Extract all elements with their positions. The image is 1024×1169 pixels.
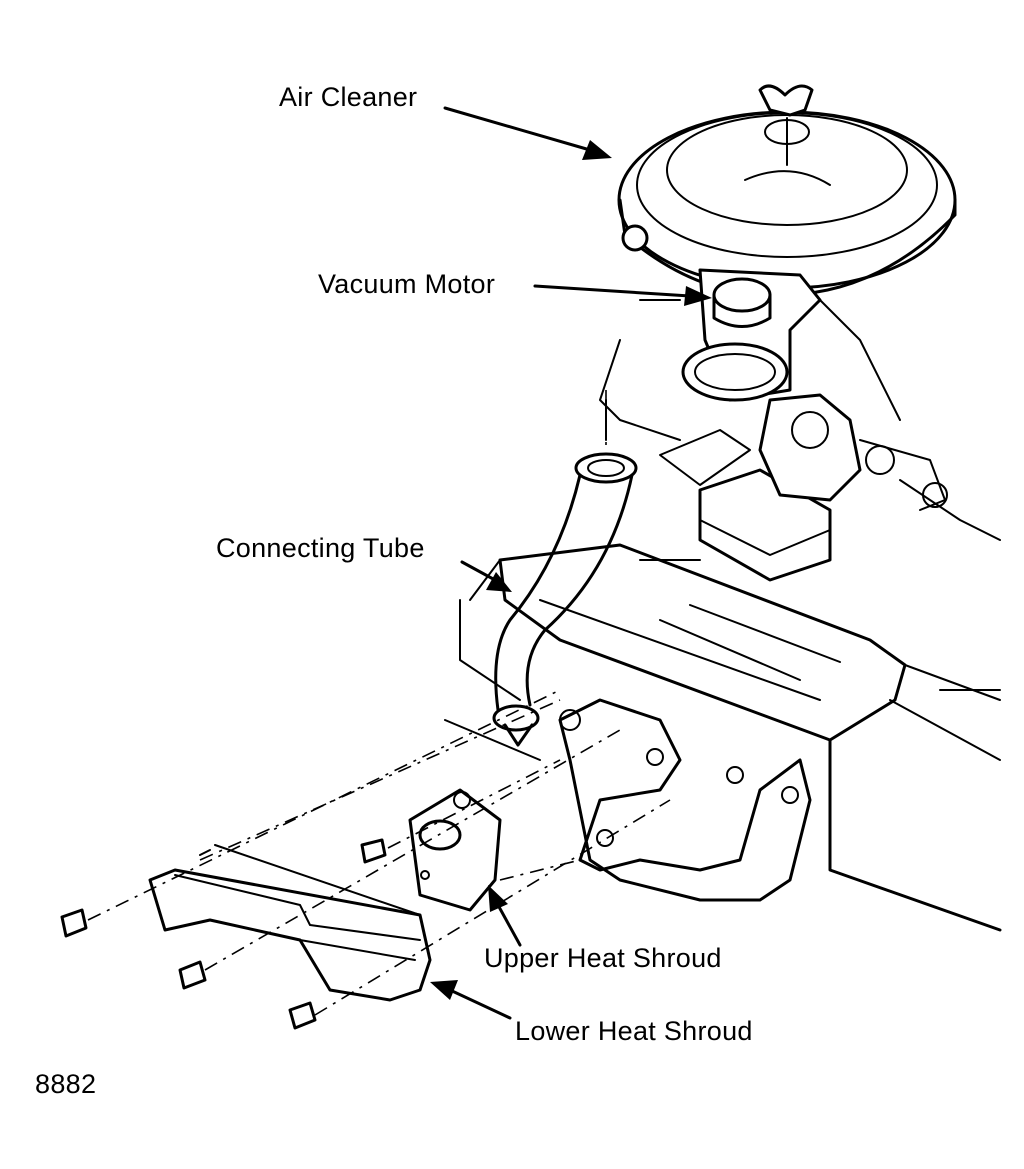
exhaust-manifold <box>558 698 812 902</box>
lower-heat-shroud-part <box>148 844 432 1002</box>
engine-block <box>444 299 1002 932</box>
mounting-bolts <box>60 838 387 1030</box>
upper-heat-shroud-part <box>408 788 502 912</box>
label-connecting-tube: Connecting Tube <box>216 533 425 563</box>
leader-arrows <box>430 106 712 1020</box>
label-upper-heat-shroud: Upper Heat Shroud <box>484 943 722 973</box>
label-lower-heat-shroud: Lower Heat Shroud <box>515 1016 753 1046</box>
vacuum-motor-part <box>681 268 822 402</box>
label-vacuum-motor: Vacuum Motor <box>318 269 496 299</box>
figure-number: 8882 <box>35 1069 97 1099</box>
air-cleaner-assembly <box>617 84 957 297</box>
label-air-cleaner: Air Cleaner <box>279 82 418 112</box>
